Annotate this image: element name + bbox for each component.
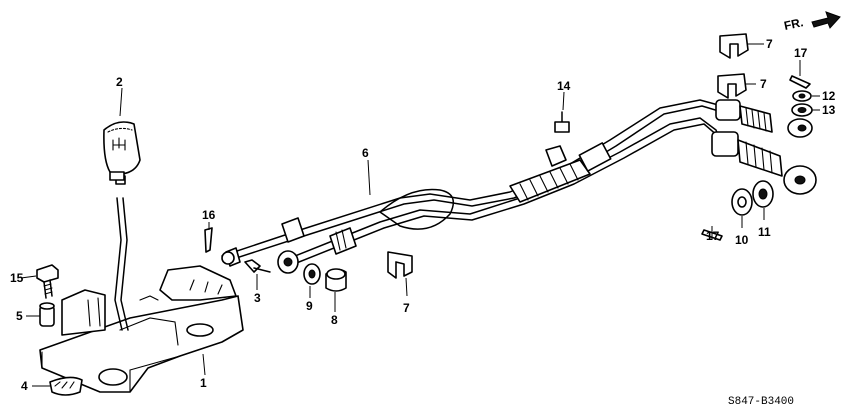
collar-5 xyxy=(39,302,55,327)
washer-12 xyxy=(792,90,812,102)
callout-15: 15 xyxy=(10,271,24,285)
callout-8: 8 xyxy=(331,313,338,327)
callout-17-lower: 17 xyxy=(706,229,720,243)
callout-3: 3 xyxy=(254,291,261,305)
washer-10 xyxy=(731,188,753,216)
bushing-8 xyxy=(325,268,347,292)
bolt-15 xyxy=(36,264,59,299)
callout-2: 2 xyxy=(116,75,123,89)
callout-6: 6 xyxy=(362,146,369,160)
diagram-code: S847-B3400 xyxy=(728,396,794,408)
grommet-4 xyxy=(49,376,83,396)
callout-13: 13 xyxy=(822,103,836,117)
callout-9: 9 xyxy=(306,299,313,313)
callout-7-upper: 7 xyxy=(766,37,773,51)
cotter-pin-17-upper xyxy=(789,75,811,89)
bolt-14 xyxy=(554,111,570,133)
shift-knob xyxy=(103,121,141,181)
front-direction-indicator: FR. xyxy=(783,11,841,33)
callout-4: 4 xyxy=(21,379,28,393)
bushing-9 xyxy=(303,263,321,285)
callout-16: 16 xyxy=(202,208,216,222)
callout-17-upper: 17 xyxy=(794,46,808,60)
callout-11: 11 xyxy=(758,225,771,239)
washer-13 xyxy=(791,103,813,117)
cable-clip-upper xyxy=(719,33,749,59)
bolt-3 xyxy=(244,259,271,273)
callout-12: 12 xyxy=(822,89,836,103)
shift-cable-assembly xyxy=(221,99,817,274)
callout-7-lower: 7 xyxy=(403,301,410,315)
callouts: 2 1 15 5 4 16 3 9 8 6 7 14 7 7 17 12 13 xyxy=(10,37,836,393)
callout-7-middle: 7 xyxy=(760,77,767,91)
shift-lever xyxy=(114,175,129,331)
callout-1: 1 xyxy=(200,376,207,390)
callout-10: 10 xyxy=(735,233,749,247)
pin-16 xyxy=(204,227,213,253)
cable-clip-lower xyxy=(387,251,413,279)
callout-5: 5 xyxy=(16,309,23,323)
front-arrow-icon xyxy=(811,11,841,29)
front-direction-label: FR. xyxy=(783,15,805,33)
washer-11 xyxy=(752,180,774,208)
callout-14: 14 xyxy=(557,79,571,93)
shift-lever-base-bracket xyxy=(39,265,244,393)
cable-clip-middle xyxy=(717,73,747,99)
